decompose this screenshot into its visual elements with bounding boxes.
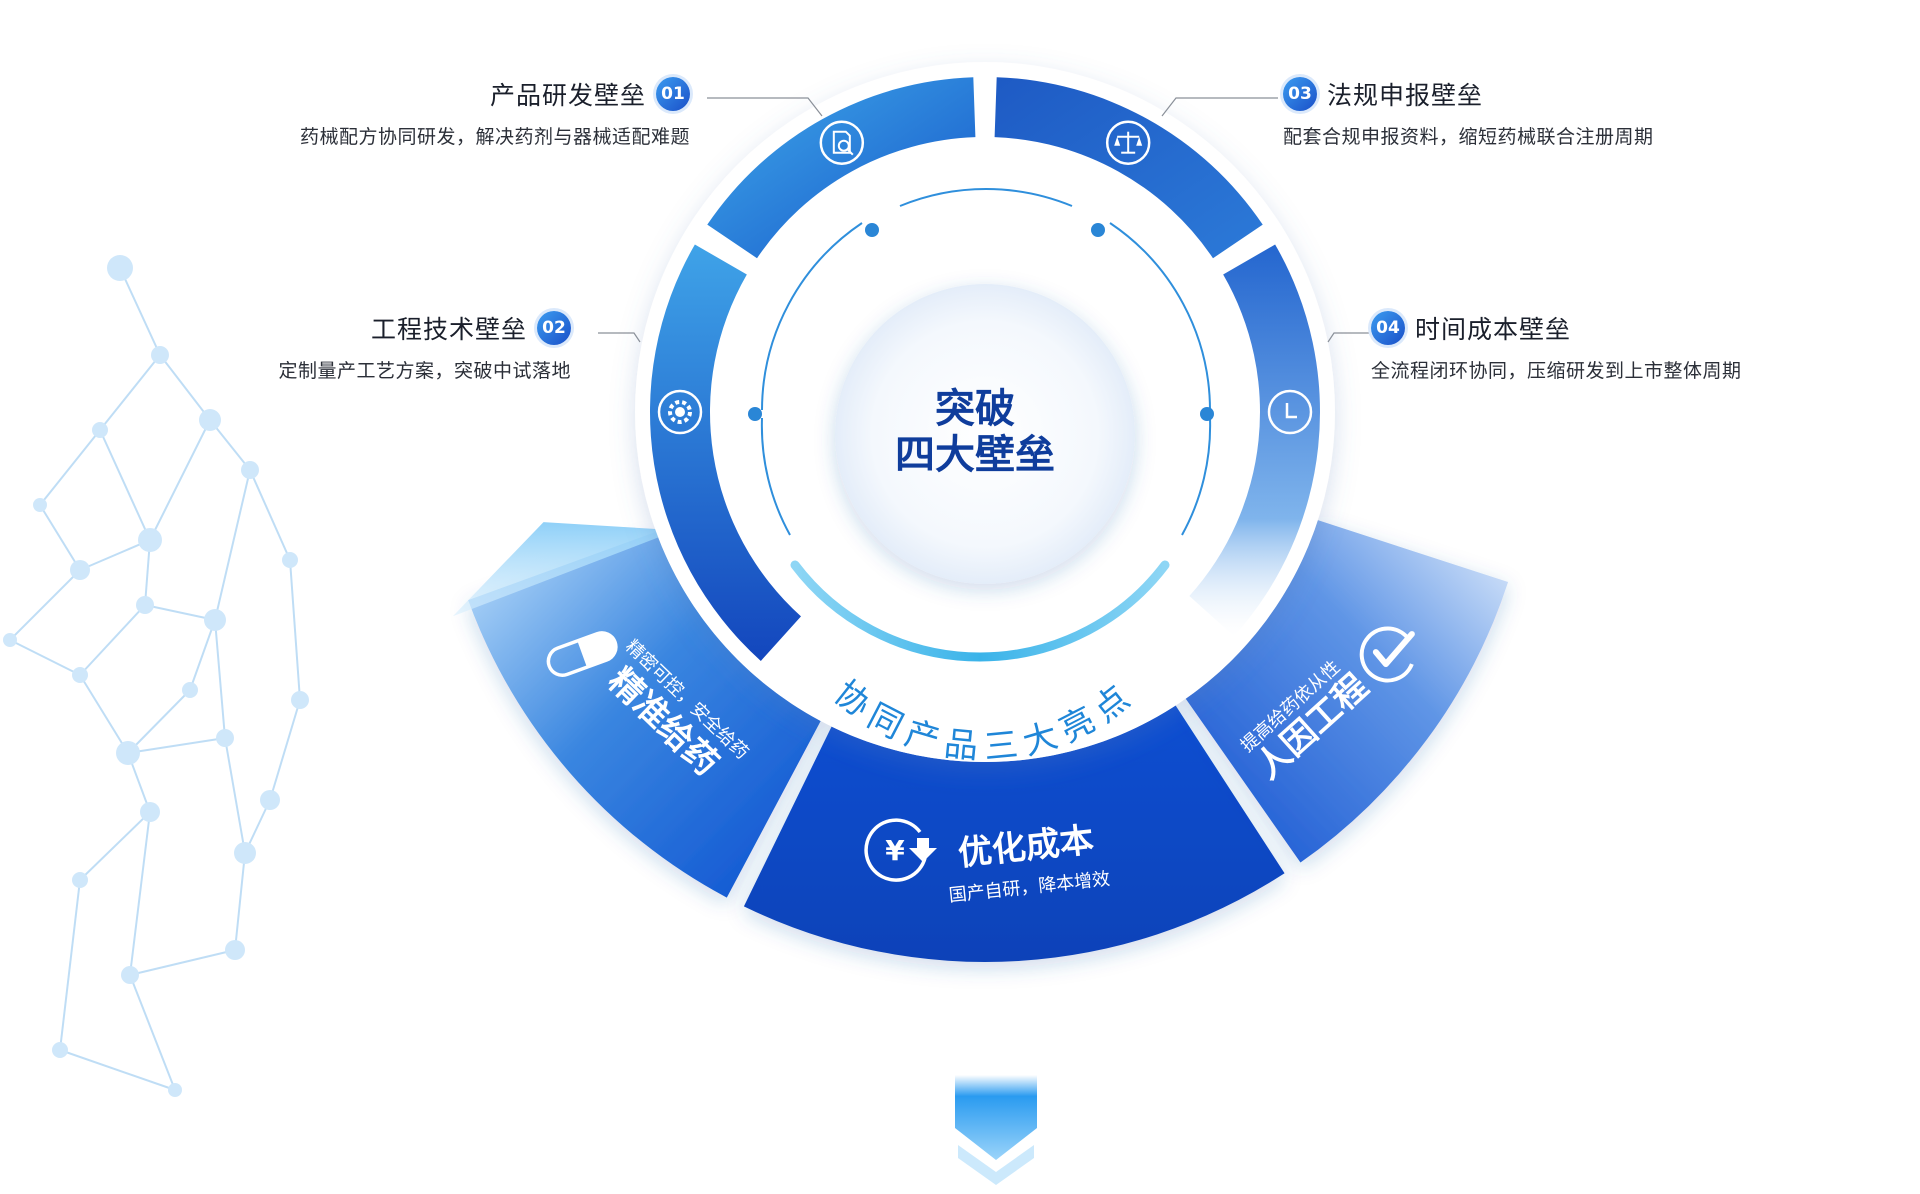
network-edge (144, 604, 216, 621)
capsule-icon (546, 631, 618, 678)
barrier-arc-03 (994, 77, 1263, 259)
barrier-04-number: 04 (1371, 311, 1405, 345)
barrier-03-label: 03 法规申报壁垒 配套合规申报资料，缩短药械联合注册周期 (1283, 76, 1654, 149)
network-edge (59, 879, 81, 1051)
network-node (92, 422, 108, 438)
network-node (72, 872, 88, 888)
network-edge (129, 974, 176, 1091)
network-node (291, 691, 309, 709)
network-node (116, 741, 140, 765)
network-edge (79, 539, 151, 571)
network-edge (79, 811, 151, 881)
barrier-ring (650, 77, 1320, 661)
network-node (182, 682, 198, 698)
network-node (136, 596, 154, 614)
barrier-01-number: 01 (656, 77, 690, 111)
barrier-01-desc: 药械配方协同研发，解决药剂与器械适配难题 (299, 126, 690, 148)
network-node (121, 966, 139, 984)
barrier-03-title: 法规申报壁垒 (1327, 81, 1484, 110)
down-arrow-icon (955, 1075, 1037, 1185)
check-circle-icon (1359, 626, 1415, 683)
network-edge (149, 419, 211, 541)
network-node (72, 667, 88, 683)
network-node (234, 842, 256, 864)
network-edge (129, 949, 236, 976)
barrier-arc-04 (1189, 244, 1320, 637)
band-arrow-head (452, 522, 677, 617)
barrier-04-title: 时间成本壁垒 (1415, 315, 1572, 344)
network-edge (79, 604, 146, 676)
network-node (199, 409, 221, 431)
network-edge (159, 354, 211, 421)
network-node (225, 940, 245, 960)
highlight-segment-cost (743, 705, 1285, 963)
network-node (282, 552, 298, 568)
svg-text:¥: ¥ (885, 834, 905, 867)
yuan-down-icon: ¥ (864, 818, 937, 882)
center-title-line2: 四大壁垒 (895, 432, 1055, 478)
network-edge (129, 811, 151, 976)
network-node (52, 1042, 68, 1058)
network-edge (127, 689, 191, 754)
gear-wrench-icon (657, 389, 703, 435)
network-node (204, 609, 226, 631)
document-search-icon (819, 120, 865, 165)
network-edge (224, 737, 246, 854)
network-node (151, 346, 169, 364)
network-edge (59, 1049, 176, 1091)
network-edge (9, 569, 81, 641)
network-edge (214, 469, 251, 621)
network-edge (289, 559, 301, 701)
network-edge (79, 674, 129, 754)
network-node (138, 528, 162, 552)
barrier-01-title: 产品研发壁垒 (489, 81, 646, 110)
barrier-02-title: 工程技术壁垒 (370, 315, 527, 344)
network-node (107, 255, 133, 281)
barrier-03-number: 03 (1283, 77, 1317, 111)
barrier-02-number: 02 (537, 311, 571, 345)
network-edge (189, 619, 216, 691)
network-edge (269, 699, 301, 801)
network-edge (234, 852, 246, 951)
highlight-segment-precise-delivery (468, 531, 821, 898)
network-edge (99, 429, 151, 541)
network-edge (9, 639, 81, 676)
network-edge (99, 354, 161, 431)
network-edge (119, 267, 161, 356)
barrier-01-label: 产品研发壁垒 01 药械配方协同研发，解决药剂与器械适配难题 (300, 76, 690, 149)
network-node (168, 1083, 182, 1097)
barrier-02-desc: 定制量产工艺方案，突破中试落地 (278, 360, 571, 382)
leader-lines (598, 97, 1370, 343)
network-node (216, 729, 234, 747)
network-edge (127, 737, 226, 754)
network-node (260, 790, 280, 810)
network-node (140, 802, 160, 822)
barrier-04-label: 04 时间成本壁垒 全流程闭环协同，压缩研发到上市整体周期 (1371, 310, 1742, 383)
network-node (3, 633, 17, 647)
center-title-line1: 突破 (935, 386, 1015, 432)
balance-scale-icon (1105, 120, 1151, 165)
highlight-segment-human-factors (1185, 520, 1509, 863)
network-edge (249, 469, 291, 561)
barrier-arc-01 (707, 77, 976, 259)
clock-icon (1267, 389, 1313, 435)
barrier-03-desc: 配套合规申报资料，缩短药械联合注册周期 (1283, 126, 1654, 148)
network-edge (39, 504, 81, 571)
network-node (70, 560, 90, 580)
network-edge (214, 619, 226, 739)
network-node (241, 461, 259, 479)
barrier-arc-02 (650, 244, 801, 661)
network-node (33, 498, 47, 512)
barrier-02-label: 工程技术壁垒 02 定制量产工艺方案，突破中试落地 (278, 310, 571, 383)
inner-orbit (748, 188, 1214, 662)
network-edge (39, 429, 101, 506)
molecule-network-decoration (3, 255, 309, 1097)
barrier-04-desc: 全流程闭环协同，压缩研发到上市整体周期 (1371, 360, 1742, 382)
center-disc (835, 284, 1135, 584)
